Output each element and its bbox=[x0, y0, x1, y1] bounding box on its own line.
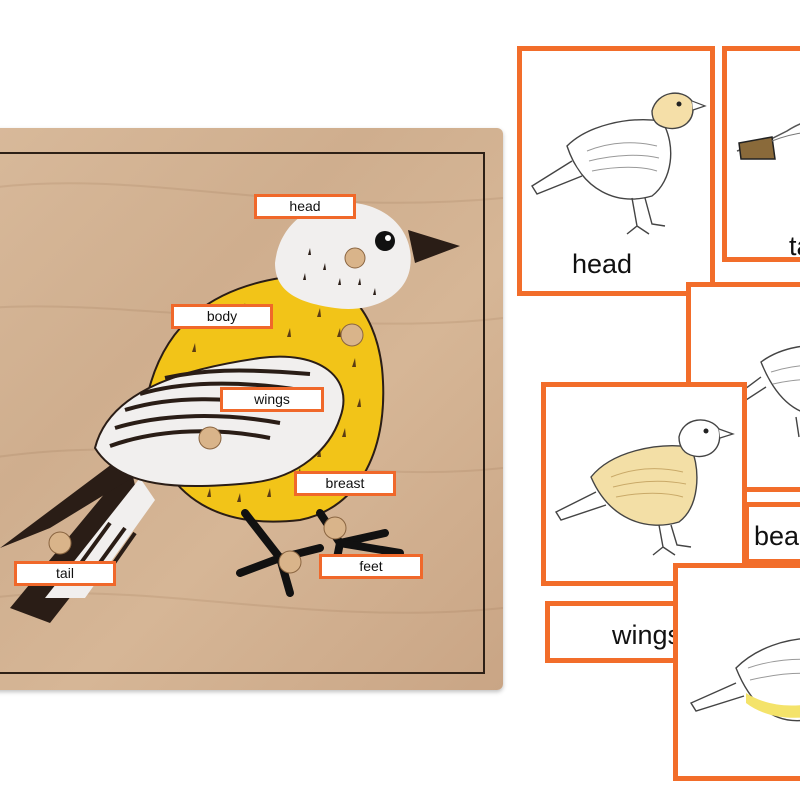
board-inset-frame bbox=[0, 152, 485, 674]
knob bbox=[278, 550, 302, 574]
knob bbox=[48, 531, 72, 555]
label-body[interactable]: body bbox=[171, 304, 273, 329]
card-word: ta bbox=[789, 231, 800, 261]
beak bbox=[408, 230, 460, 263]
knob bbox=[344, 247, 366, 269]
head-piece bbox=[275, 202, 460, 309]
label-feet[interactable]: feet bbox=[319, 554, 423, 579]
card-tail[interactable]: ta bbox=[722, 46, 800, 262]
bird-line-drawing bbox=[531, 92, 707, 235]
label-wings[interactable]: wings bbox=[220, 387, 324, 412]
label-tail[interactable]: tail bbox=[14, 561, 116, 586]
knob bbox=[323, 516, 347, 540]
label-breast[interactable]: breast bbox=[294, 471, 396, 496]
card-wings[interactable]: wings bbox=[545, 601, 680, 663]
card-word: wings bbox=[612, 620, 680, 650]
bird-line-drawing bbox=[554, 419, 735, 556]
card-breast[interactable] bbox=[673, 563, 800, 781]
bird-line-drawing bbox=[689, 638, 800, 722]
card-body-picture[interactable] bbox=[541, 382, 747, 586]
knob bbox=[198, 426, 222, 450]
bird-line-drawing bbox=[736, 123, 800, 160]
card-head[interactable]: head bbox=[517, 46, 715, 296]
card-word: bea bbox=[754, 521, 800, 551]
bird-line-drawing bbox=[741, 345, 800, 438]
knob bbox=[340, 323, 364, 347]
card-word: head bbox=[571, 249, 633, 279]
card-beak[interactable]: bea bbox=[744, 502, 800, 564]
label-head[interactable]: head bbox=[254, 194, 356, 219]
